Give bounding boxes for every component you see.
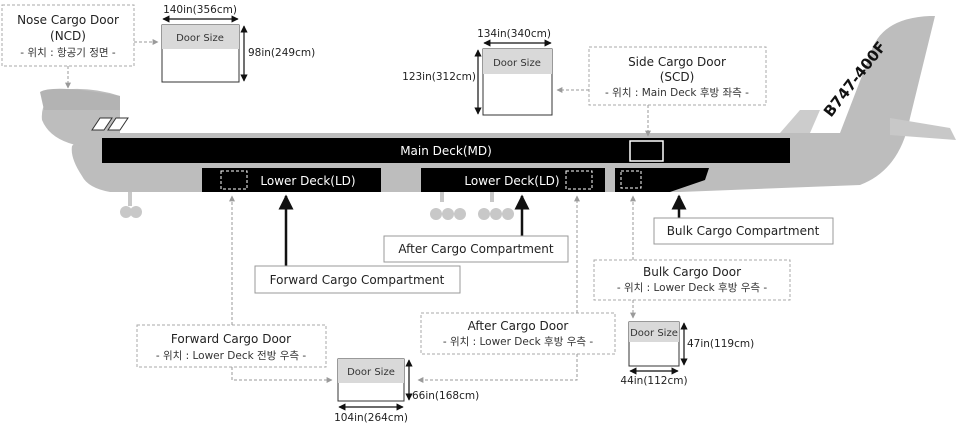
side-door-size-label: Door Size: [493, 58, 541, 69]
nose-door-height: 98in(249cm): [248, 47, 315, 59]
side-door-location: - 위치 : Main Deck 후방 좌측 -: [605, 86, 749, 99]
nose-door-abbr: (NCD): [50, 29, 86, 43]
after-compartment-label: After Cargo Compartment: [398, 242, 554, 256]
after-door-title: After Cargo Door: [468, 319, 569, 333]
bulk-door-info-box: [593, 259, 791, 301]
side-cargo-door-marker: [629, 140, 664, 162]
lower-deck-after-bar: [421, 168, 605, 192]
nose-door-width: 140in(356cm): [163, 4, 237, 16]
forward-compartment-box: [254, 265, 461, 294]
lower-door-size-header: [338, 359, 404, 383]
nose-door-location: - 위치 : 항공기 정면 -: [20, 46, 116, 59]
forward-compartment-label: Forward Cargo Compartment: [270, 273, 445, 287]
side-door-info-box: [588, 46, 767, 106]
side-door-width: 134in(340cm): [477, 28, 551, 40]
forward-door-location: - 위치 : Lower Deck 전방 우측 -: [156, 349, 307, 362]
lower-deck-forward-label: Lower Deck(LD): [260, 174, 355, 188]
side-door-title: Side Cargo Door: [628, 55, 726, 69]
forward-door-to-size-connector: [231, 367, 333, 383]
after-cargo-door-marker: [565, 170, 593, 190]
bulk-door-size-label: Door Size: [630, 328, 678, 339]
lower-door-height: 66in(168cm): [412, 390, 479, 402]
bulk-door-height: 47in(119cm): [687, 338, 754, 350]
nose-door-info-box: [1, 4, 135, 67]
lower-deck-after-label: Lower Deck(LD): [464, 174, 559, 188]
bulk-cargo-door-marker: [620, 170, 642, 189]
nose-door-size-label: Door Size: [176, 33, 224, 44]
main-deck-bar: [102, 138, 790, 163]
lower-door-size-label: Door Size: [347, 367, 395, 378]
lower-deck-forward-bar: [202, 168, 381, 192]
bulk-door-size-header: [629, 322, 679, 342]
after-door-location: - 위치 : Lower Deck 후방 우측 -: [443, 335, 594, 348]
bulk-door-location: - 위치 : Lower Deck 후방 우측 -: [617, 281, 768, 294]
nose-door-size-header: [162, 25, 239, 49]
bulk-door-title: Bulk Cargo Door: [643, 265, 741, 279]
forward-door-title: Forward Cargo Door: [171, 332, 291, 346]
after-compartment-box: [383, 235, 569, 263]
side-door-size-header: [483, 49, 552, 74]
forward-cargo-door-marker: [220, 170, 248, 190]
after-door-to-size-connector: [417, 354, 578, 383]
lower-door-width: 104in(264cm): [334, 412, 408, 424]
nose-door-title: Nose Cargo Door: [17, 13, 119, 27]
side-door-abbr: (SCD): [660, 70, 695, 84]
forward-door-info-box: [136, 324, 327, 368]
bulk-deck-bar: [615, 168, 709, 192]
bulk-door-width: 44in(112cm): [620, 375, 687, 387]
side-door-height: 123in(312cm): [402, 71, 476, 83]
landing-gear-icon: [120, 192, 514, 220]
main-deck-label: Main Deck(MD): [400, 144, 492, 158]
after-door-info-box: [420, 312, 616, 355]
bulk-compartment-label: Bulk Cargo Compartment: [667, 224, 820, 238]
bulk-compartment-box: [653, 217, 834, 245]
